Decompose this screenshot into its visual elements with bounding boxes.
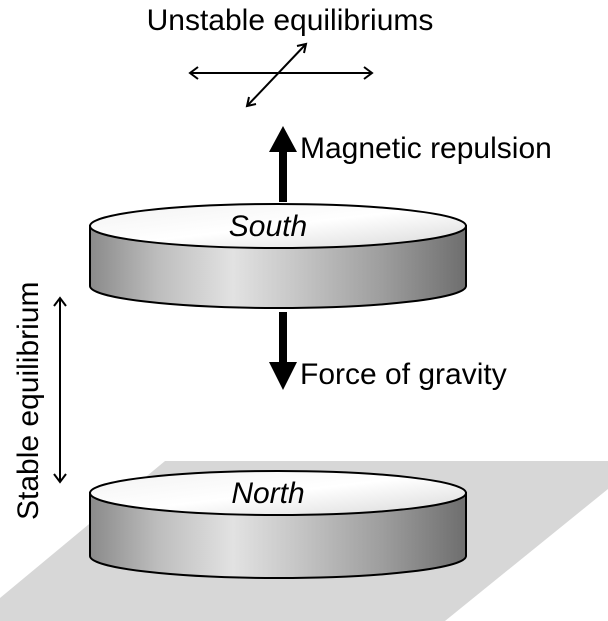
diagonal-double-arrow [246,43,307,107]
magnetic-repulsion-label: Magnetic repulsion [300,132,552,165]
unstable-arrows [188,42,374,108]
unstable-equilibriums-label: Unstable equilibriums [147,4,434,37]
arrowhead-left [188,66,199,80]
top-magnet: South [89,203,467,309]
arrowhead-right [363,66,374,80]
force-of-gravity-label: Force of gravity [300,358,507,391]
repulsion-arrow [269,126,297,202]
arrowhead-up [53,296,67,307]
stable-equilibrium-label: Stable equilibrium [12,282,45,520]
gravity-arrow [269,312,297,390]
arrowhead-diag-bottom [245,96,257,108]
bottom-magnet: North [89,470,467,579]
stable-arrow [53,296,67,484]
south-label: South [229,210,307,243]
arrowhead-down [53,473,67,484]
north-label: North [231,477,304,510]
arrowhead-diag-top [296,42,308,54]
